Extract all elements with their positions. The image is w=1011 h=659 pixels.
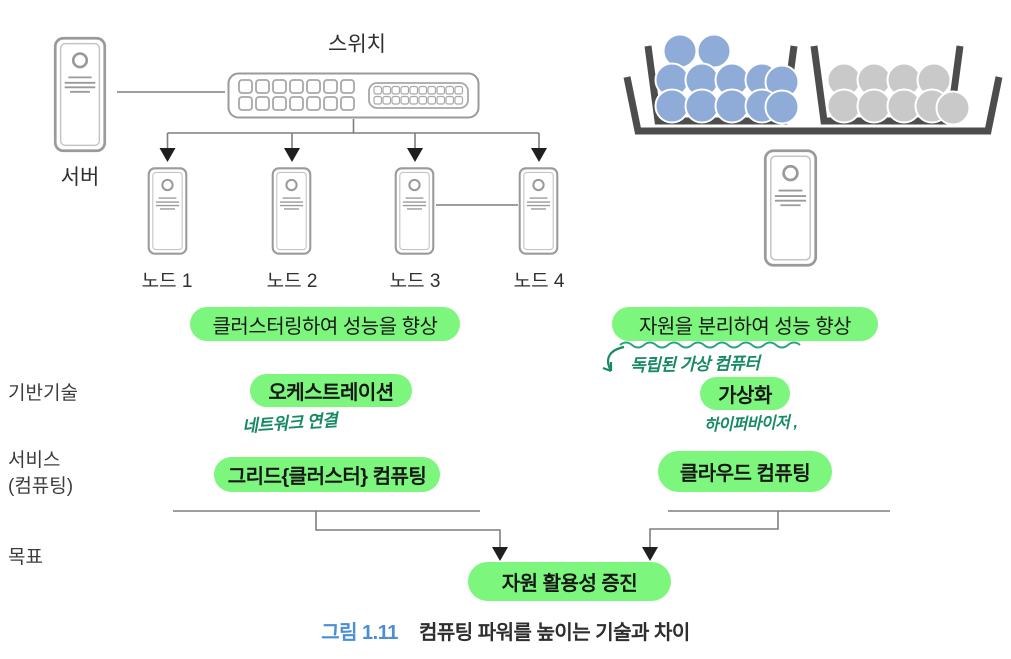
cloud-benefit-handnote: 독립된 가상 컴퓨터 xyxy=(629,353,760,376)
row-label-service-line1: 서비스 xyxy=(8,450,61,471)
grid-computing-badge: 그리드{클러스터} 컴퓨팅 xyxy=(214,457,440,492)
server-tower-icon xyxy=(53,36,107,153)
orchestration-badge: 오케스트레이션 xyxy=(250,374,412,407)
figure-caption: 그림 1.11 컴퓨팅 파워를 높이는 기술과 차이 xyxy=(0,616,1011,645)
server-label: 서버 xyxy=(60,166,100,189)
resource-pool-icon xyxy=(623,33,1003,135)
node-tower-icon-4 xyxy=(518,167,559,255)
row-label-base-tech: 기반기술 xyxy=(8,383,78,404)
arrowheads xyxy=(159,148,658,561)
cloud-benefit-badge: 자원을 분리하여 성능 향상 xyxy=(612,307,878,341)
row-label-service: 서비스 (컴퓨팅) xyxy=(8,448,73,500)
node-label-3: 노드 3 xyxy=(389,271,441,292)
switch-label: 스위치 xyxy=(328,33,386,56)
node-label-4: 노드 4 xyxy=(513,271,565,292)
cloud-server-tower-icon xyxy=(763,149,818,267)
cloud-computing-badge: 클라우드 컴퓨팅 xyxy=(658,451,832,492)
goal-badge: 자원 활용성 증진 xyxy=(468,562,671,601)
figure-caption-text: 컴퓨팅 파워를 높이는 기술과 차이 xyxy=(418,622,690,644)
virtualization-handnote: 하이퍼바이저 , xyxy=(703,414,798,435)
gray-resource-balls xyxy=(826,62,971,126)
node-label-2: 노드 2 xyxy=(266,271,318,292)
switch-icon xyxy=(227,72,480,119)
row-label-goal: 목표 xyxy=(8,547,43,568)
node-tower-icon-1 xyxy=(147,167,188,255)
figure-caption-number: 그림 1.11 xyxy=(321,622,398,644)
blue-resource-balls xyxy=(654,33,800,125)
row-label-service-line2: (컴퓨팅) xyxy=(8,476,74,497)
hand-arrow xyxy=(602,345,625,373)
wavy-underline xyxy=(619,341,801,349)
node-tower-icon-3 xyxy=(394,167,435,255)
node-tower-icon-2 xyxy=(271,167,312,255)
node-label-1: 노드 1 xyxy=(141,271,193,292)
cluster-benefit-badge: 클러스터링하여 성능을 향상 xyxy=(190,307,460,341)
virtualization-badge: 가상화 xyxy=(700,377,790,410)
